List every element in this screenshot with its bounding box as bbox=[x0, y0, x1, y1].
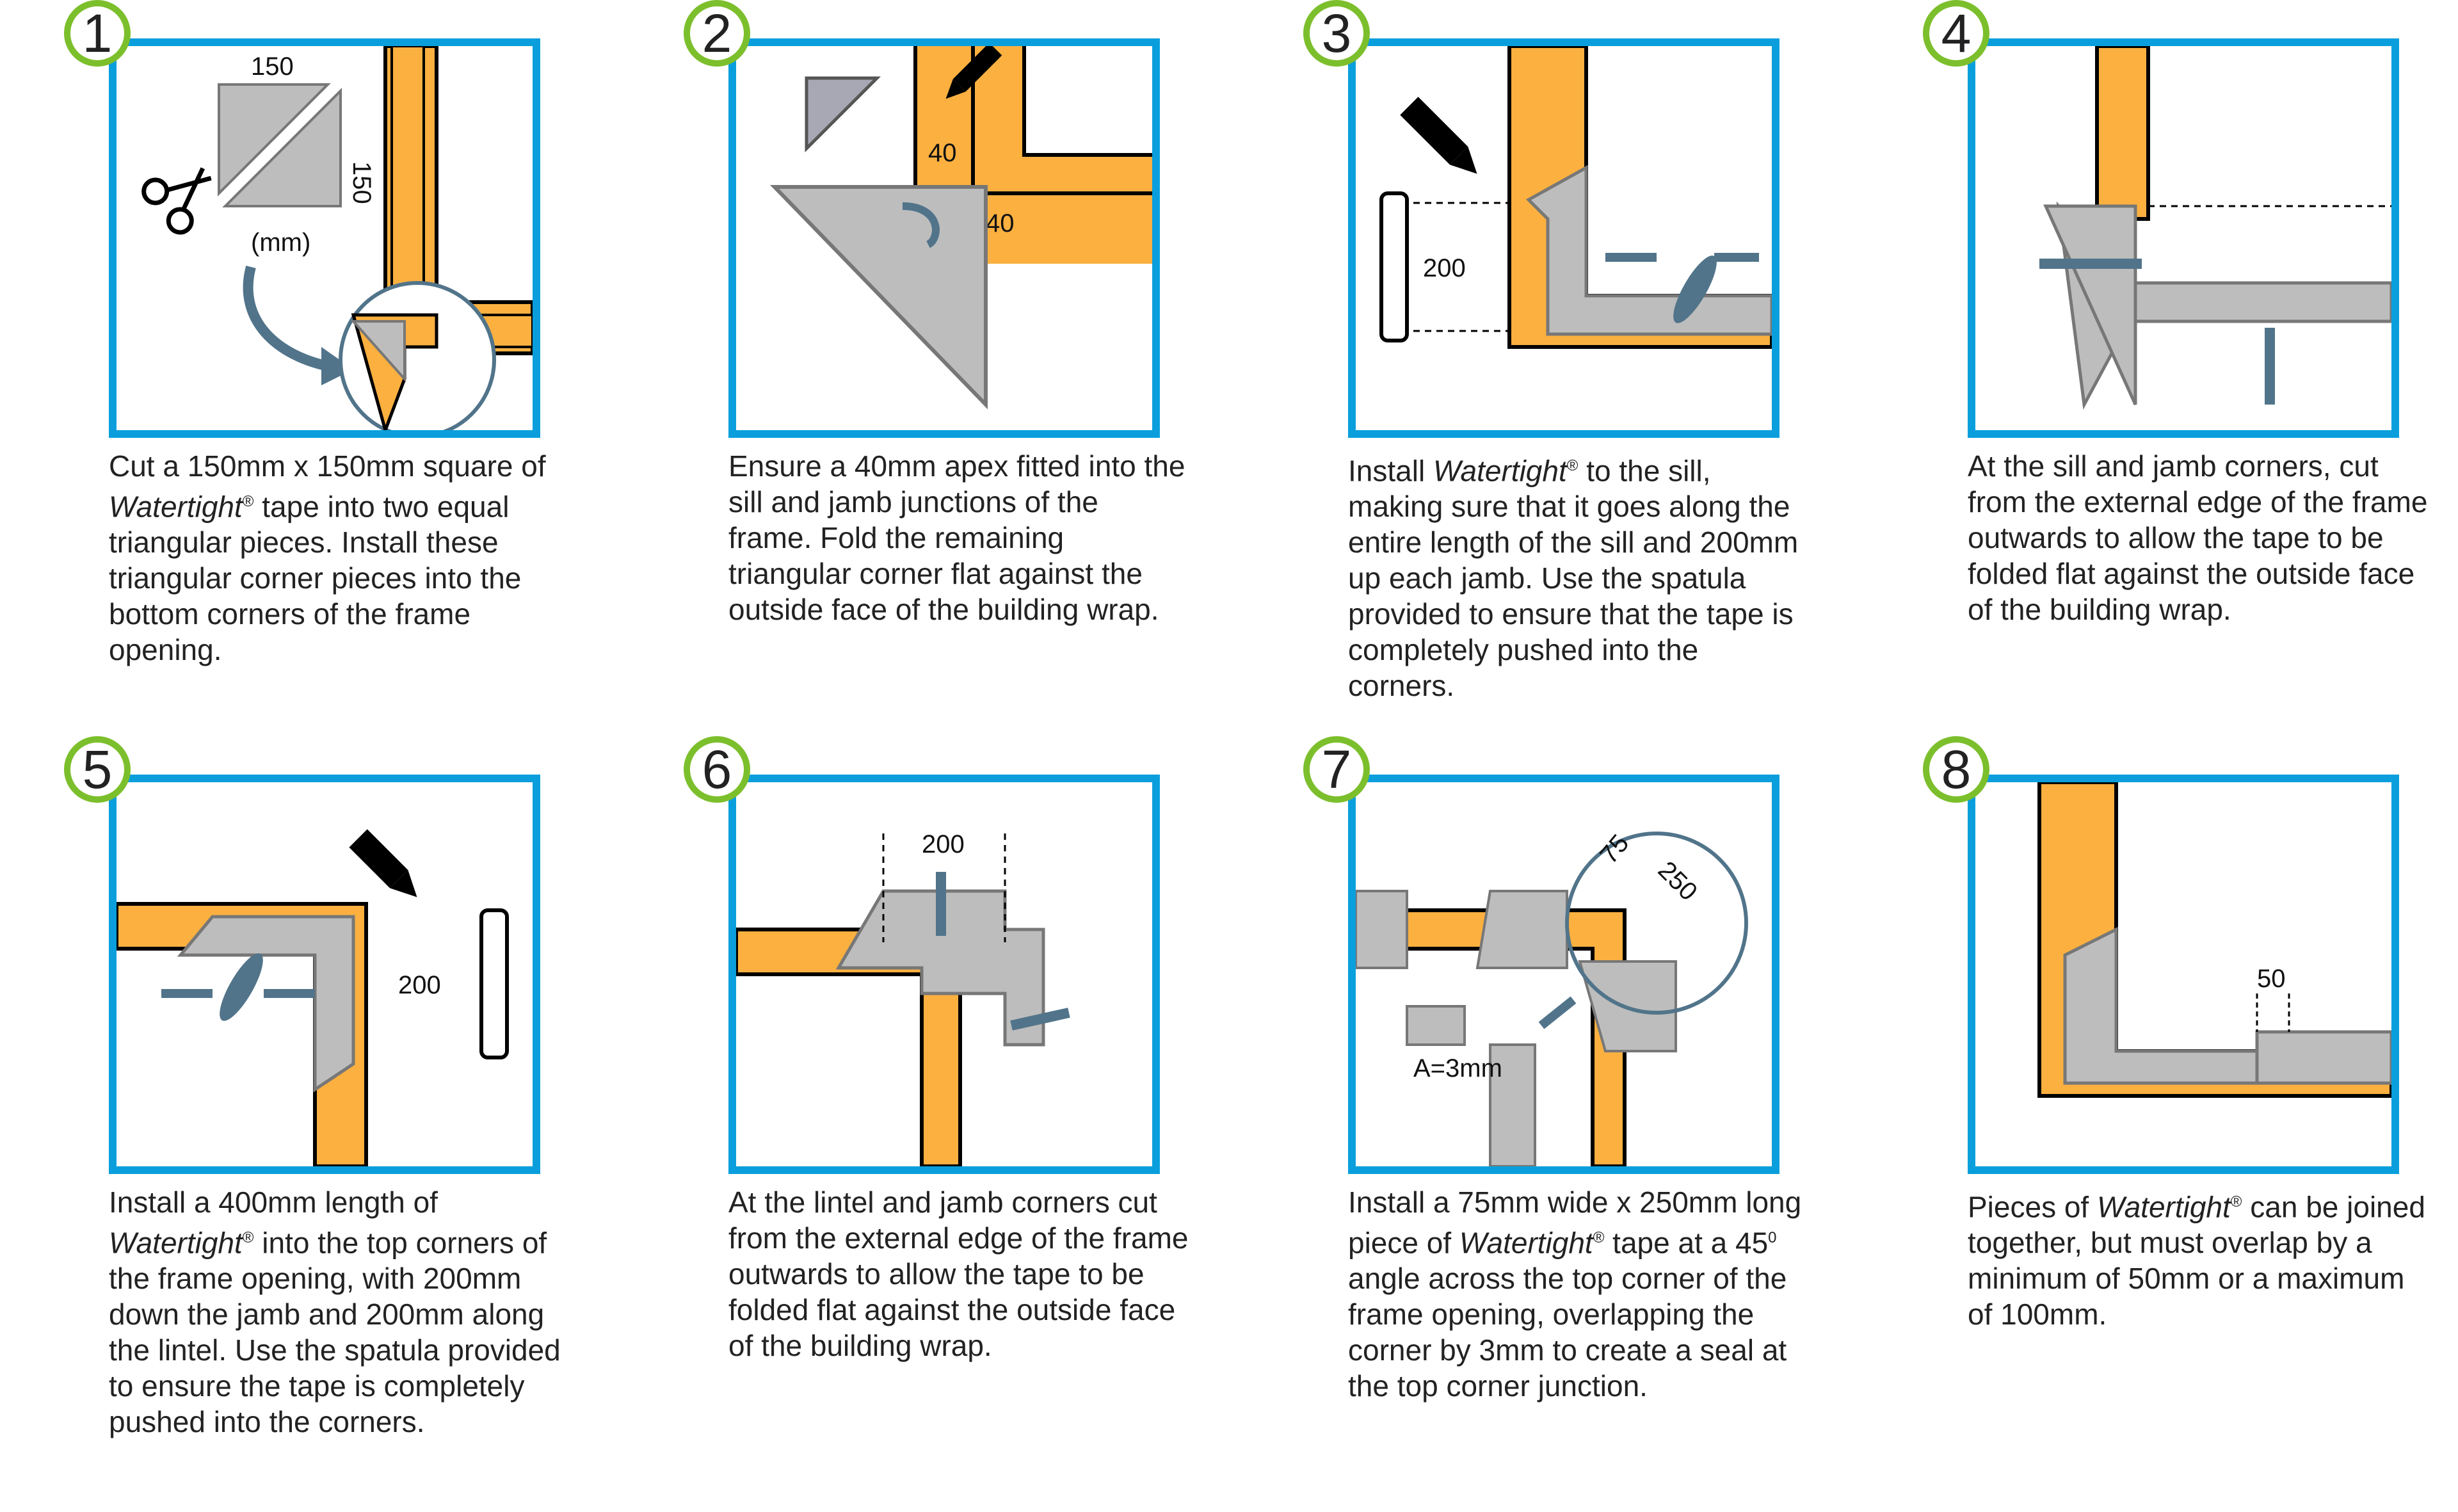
apex-label-a: 40 bbox=[928, 139, 957, 167]
step-caption: Install a 400mm length of Watertight® in… bbox=[109, 1186, 561, 1439]
step-caption: At the lintel and jamb corners cut from … bbox=[728, 1186, 1189, 1362]
step-8: 8 50 Pieces of Watertight® can be joined… bbox=[1923, 736, 2458, 1466]
step-7: 7 75 250 A=3mm Install a 75mm wide x 250… bbox=[1303, 736, 1879, 1466]
step-8-diagram: 50 bbox=[2037, 782, 2391, 1098]
step-1-diagram: 150 150 (mm) bbox=[141, 46, 533, 430]
spatula-icon bbox=[1673, 255, 1717, 323]
step-illustration bbox=[1968, 38, 2399, 438]
scissors-icon bbox=[141, 167, 212, 235]
step-number-badge: 3 bbox=[1303, 0, 1370, 67]
overlap-tape bbox=[2255, 1030, 2391, 1085]
pencil-icon bbox=[349, 829, 417, 897]
height-label: 200 bbox=[1423, 254, 1466, 282]
step-2: 2 40 40 Ensure a 40mm apex fitted into t… bbox=[684, 0, 1260, 730]
step-number-badge: 1 bbox=[64, 0, 131, 67]
step-illustration: 200 bbox=[728, 775, 1160, 1174]
curved-arrow-icon bbox=[243, 265, 329, 371]
width-label: 75 bbox=[1594, 829, 1634, 869]
length-label: 250 bbox=[1653, 856, 1703, 906]
ruler-icon bbox=[479, 908, 509, 1059]
step-5: 5 200 Install a 400mm length of Watertig… bbox=[64, 736, 640, 1466]
step-4-diagram bbox=[2039, 46, 2391, 410]
step-caption: Install Watertight® to the sill, making … bbox=[1348, 454, 1799, 703]
step-caption: At the sill and jamb corners, cut from t… bbox=[1968, 449, 2428, 626]
step-2-diagram: 40 40 bbox=[769, 46, 1152, 410]
step-illustration: 150 150 (mm) bbox=[109, 38, 540, 438]
step-1: 1 150 150 (mm) bbox=[64, 0, 640, 730]
step-number-badge: 5 bbox=[64, 736, 131, 803]
step-caption: Pieces of Watertight® can be joined toge… bbox=[1968, 1190, 2425, 1331]
magnifier-circle-icon bbox=[1565, 832, 1748, 1015]
step-caption: Cut a 150mm x 150mm square of Watertight… bbox=[109, 449, 546, 667]
sill-tape bbox=[1525, 165, 1772, 336]
step-illustration: 75 250 A=3mm bbox=[1348, 775, 1779, 1174]
step-5-diagram: 200 bbox=[116, 829, 509, 1166]
step-illustration: 50 bbox=[1968, 775, 2399, 1174]
unit-label: (mm) bbox=[251, 229, 310, 257]
step-illustration: 200 bbox=[109, 775, 540, 1174]
jamb-frame bbox=[2095, 46, 2150, 221]
tape-square-cut bbox=[198, 64, 361, 227]
length-label: 200 bbox=[922, 830, 965, 858]
pencil-icon bbox=[1400, 97, 1477, 174]
step-3-diagram: 200 bbox=[1379, 46, 1772, 349]
overlap-label: A=3mm bbox=[1413, 1054, 1502, 1082]
magnifier-circle-icon bbox=[339, 281, 496, 430]
step-4: 4 At the sill and jamb corners, cut from… bbox=[1923, 0, 2458, 730]
folded-tape bbox=[769, 185, 988, 410]
step-3: 3 200 Install Watertight® to the sill, m… bbox=[1303, 0, 1879, 730]
overlap-label: 50 bbox=[2257, 965, 2286, 993]
height-label: 150 bbox=[348, 161, 376, 204]
step-6: 6 200 At the lintel and jamb corners cut… bbox=[684, 736, 1260, 1466]
step-number-badge: 7 bbox=[1303, 736, 1370, 803]
fold-arrow-icon bbox=[902, 202, 940, 248]
apex-label-b: 40 bbox=[986, 209, 1015, 237]
width-label: 150 bbox=[251, 52, 294, 81]
step-number-badge: 4 bbox=[1923, 0, 1989, 67]
step-7-diagram: 75 250 A=3mm bbox=[1356, 829, 1748, 1166]
step-caption: Ensure a 40mm apex fitted into the sill … bbox=[728, 449, 1185, 626]
step-number-badge: 6 bbox=[684, 736, 750, 803]
step-illustration: 200 bbox=[1348, 38, 1779, 438]
height-label: 200 bbox=[398, 971, 441, 999]
step-illustration: 40 40 bbox=[728, 38, 1160, 438]
step-number-badge: 2 bbox=[684, 0, 750, 67]
tape-triangle-piece bbox=[805, 76, 881, 153]
top-corner-tape bbox=[177, 915, 355, 1093]
ruler-icon bbox=[1379, 191, 1409, 342]
arrow-icon bbox=[1538, 996, 1577, 1029]
step-6-diagram: 200 bbox=[736, 830, 1070, 1166]
spatula-icon bbox=[220, 953, 263, 1021]
pencil-icon bbox=[945, 46, 1002, 99]
step-number-badge: 8 bbox=[1923, 736, 1989, 803]
step-caption: Install a 75mm wide x 250mm long piece o… bbox=[1348, 1186, 1802, 1403]
lintel-tape bbox=[1356, 890, 1408, 969]
